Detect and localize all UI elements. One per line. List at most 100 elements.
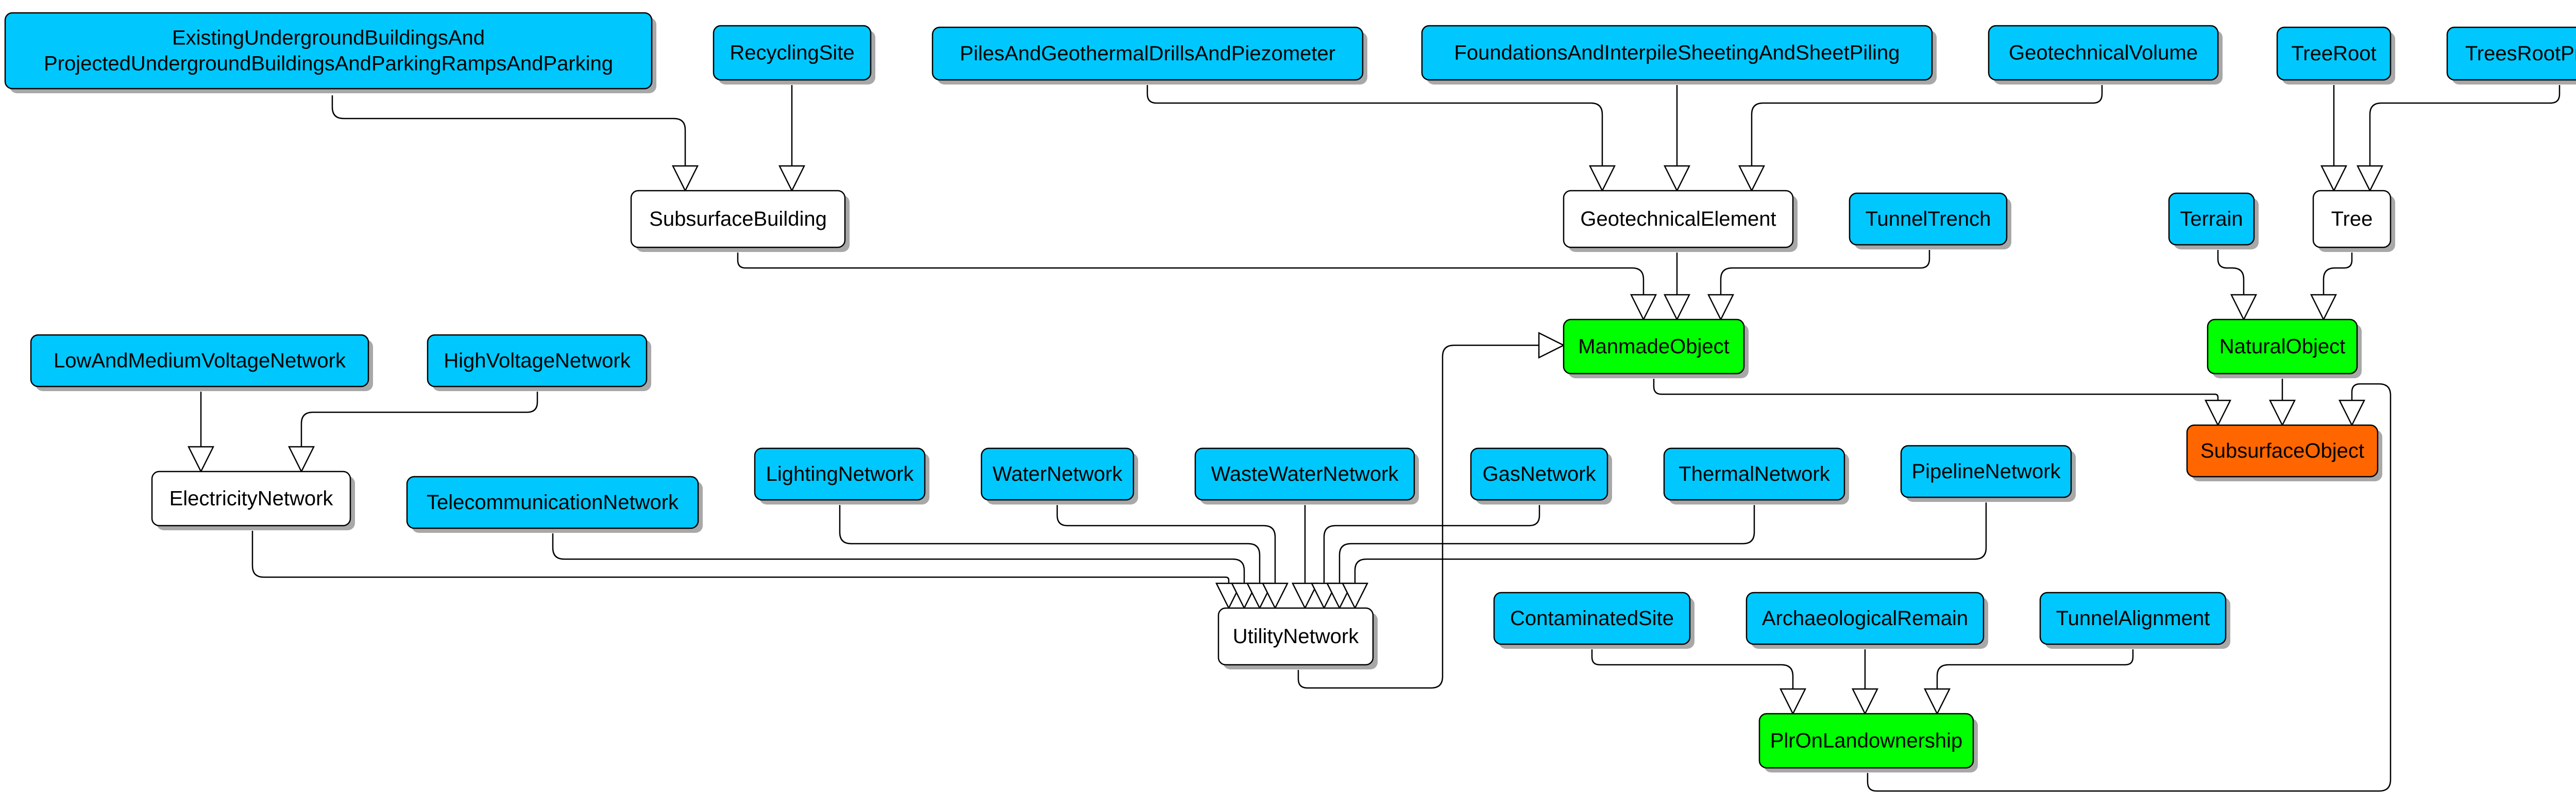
edge-line	[1720, 250, 1930, 295]
node-box	[1849, 192, 2008, 246]
class-node-piles-geothermal[interactable]: PilesAndGeothermalDrillsAndPiezometer	[931, 26, 1367, 85]
class-node-archaeological-remain[interactable]: ArchaeologicalRemain	[1745, 592, 1988, 649]
class-node-high-voltage[interactable]: HighVoltageNetwork	[427, 334, 651, 391]
node-label: TreesRootProtection	[2465, 42, 2576, 65]
edge-recycling-site-to-subsurface-building	[778, 85, 806, 192]
inheritance-arrow-head	[2310, 294, 2337, 321]
node-label: UtilityNetwork	[1233, 625, 1359, 648]
class-node-plr-on-landownership[interactable]: PlrOnLandownership	[1758, 713, 1978, 772]
edge-line	[1323, 505, 1540, 583]
node-box	[2312, 190, 2392, 248]
node-label: NaturalObject	[2219, 335, 2346, 358]
node-label: ThermalNetwork	[1679, 463, 1830, 485]
class-node-lighting-network[interactable]: LightingNetwork	[754, 447, 929, 505]
node-label: FoundationsAndInterpileSheetingAndSheetP…	[1454, 42, 1900, 64]
class-node-telecommunication-network[interactable]: TelecommunicationNetwork	[406, 476, 703, 533]
node-label: TelecommunicationNetwork	[427, 491, 679, 514]
class-node-foundations-sheeting[interactable]: FoundationsAndInterpileSheetingAndSheetP…	[1421, 25, 1937, 85]
class-node-geotechnical-element[interactable]: GeotechnicalElement	[1563, 190, 1798, 252]
node-box	[1663, 447, 1845, 501]
node-label: TreeRoot	[2291, 42, 2376, 65]
edge-line	[2369, 85, 2561, 166]
edge-line	[1146, 85, 1603, 166]
node-box	[1988, 25, 2219, 81]
class-node-thermal-network[interactable]: ThermalNetwork	[1663, 447, 1849, 505]
edge-line	[839, 505, 1261, 583]
inheritance-arrow-head	[2320, 165, 2348, 192]
inheritance-arrow-head	[1341, 582, 1369, 610]
inheritance-arrow-head	[2356, 165, 2384, 192]
node-box	[4, 12, 653, 90]
edge-plr-on-landownership-to-subsurface-object	[1867, 383, 2392, 792]
edge-terrain-to-natural-object	[2217, 250, 2258, 321]
edge-trees-root-protection-to-tree	[2356, 85, 2561, 192]
node-label: GeotechnicalVolume	[2009, 42, 2198, 64]
node-box	[30, 334, 369, 388]
edge-line	[1653, 379, 2219, 400]
node-box	[713, 25, 872, 81]
inheritance-arrow-head	[778, 165, 806, 192]
node-label: PilesAndGeothermalDrillsAndPiezometer	[960, 42, 1335, 65]
node-box	[1563, 318, 1745, 375]
edge-natural-object-to-subsurface-object	[2268, 379, 2296, 427]
inheritance-arrow-head	[1663, 165, 1691, 192]
edge-tree-root-to-tree	[2320, 85, 2348, 192]
node-label: ExistingUndergroundBuildingsAnd	[172, 27, 485, 49]
class-node-electricity-network[interactable]: ElectricityNetwork	[151, 470, 355, 530]
node-label: PlrOnLandownership	[1770, 730, 1963, 752]
edge-existing-underground-to-subsurface-building	[331, 95, 699, 192]
class-node-tunnel-alignment[interactable]: TunnelAlignment	[2039, 592, 2230, 649]
class-node-trees-root-protection[interactable]: TreesRootProtection	[2446, 26, 2576, 85]
class-node-water-network[interactable]: WaterNetwork	[980, 447, 1138, 505]
edge-line	[331, 95, 686, 166]
class-node-manmade-object[interactable]: ManmadeObject	[1563, 318, 1749, 378]
inheritance-arrow-head	[2338, 399, 2366, 427]
class-node-subsurface-object[interactable]: SubsurfaceObject	[2186, 424, 2382, 481]
node-label: PipelineNetwork	[1911, 460, 2061, 483]
inheritance-arrow-head	[287, 446, 315, 473]
class-node-waste-water-network[interactable]: WasteWaterNetwork	[1194, 447, 1419, 505]
inheritance-arrow-head	[2230, 294, 2258, 321]
edge-pipeline-network-to-utility-network	[1341, 502, 1987, 610]
class-node-tree[interactable]: Tree	[2312, 190, 2395, 252]
node-label: ElectricityNetwork	[170, 487, 334, 510]
node-label: WasteWaterNetwork	[1211, 463, 1399, 485]
class-node-natural-object[interactable]: NaturalObject	[2207, 318, 2362, 378]
node-box	[1745, 592, 1985, 645]
class-node-geotechnical-volume[interactable]: GeotechnicalVolume	[1988, 25, 2223, 85]
edge-geotechnical-volume-to-geotechnical-element	[1738, 85, 2103, 192]
edge-line	[300, 392, 538, 447]
class-node-terrain[interactable]: Terrain	[2168, 192, 2259, 249]
edge-telecommunication-network-to-utility-network	[552, 533, 1258, 610]
edge-line	[1354, 502, 1987, 583]
class-node-existing-underground[interactable]: ExistingUndergroundBuildingsAndProjected…	[4, 12, 656, 93]
node-label: TunnelAlignment	[2056, 607, 2210, 630]
node-box	[2276, 26, 2392, 81]
inheritance-arrow-head	[671, 165, 699, 192]
class-node-pipeline-network[interactable]: PipelineNetwork	[1900, 445, 2076, 502]
node-label: GeotechnicalElement	[1580, 208, 1776, 230]
class-node-recycling-site[interactable]: RecyclingSite	[713, 25, 875, 85]
class-node-tunnel-trench[interactable]: TunnelTrench	[1849, 192, 2011, 249]
node-label: ArchaeologicalRemain	[1762, 607, 1968, 630]
class-node-low-medium-voltage[interactable]: LowAndMediumVoltageNetwork	[30, 334, 373, 391]
node-box	[2186, 424, 2379, 478]
node-label: ManmadeObject	[1578, 335, 1729, 358]
node-box	[406, 476, 699, 529]
class-node-subsurface-building[interactable]: SubsurfaceBuilding	[630, 190, 850, 252]
class-node-contaminated-site[interactable]: ContaminatedSite	[1493, 592, 1694, 649]
class-node-gas-network[interactable]: GasNetwork	[1470, 447, 1612, 505]
edge-tunnel-alignment-to-plr-on-landownership	[1923, 649, 2134, 715]
node-label: ProjectedUndergroundBuildingsAndParkingR…	[44, 53, 613, 75]
edge-line	[1056, 505, 1276, 583]
node-label: Terrain	[2180, 208, 2243, 230]
inheritance-arrow-head	[1738, 165, 1766, 192]
edges-layer	[187, 85, 2561, 792]
class-node-utility-network[interactable]: UtilityNetwork	[1217, 607, 1378, 669]
node-box	[2207, 318, 2358, 375]
inheritance-arrow-head	[2204, 399, 2232, 427]
class-node-tree-root[interactable]: TreeRoot	[2276, 26, 2395, 85]
node-label: Tree	[2331, 208, 2373, 230]
node-label: HighVoltageNetwork	[444, 349, 631, 372]
